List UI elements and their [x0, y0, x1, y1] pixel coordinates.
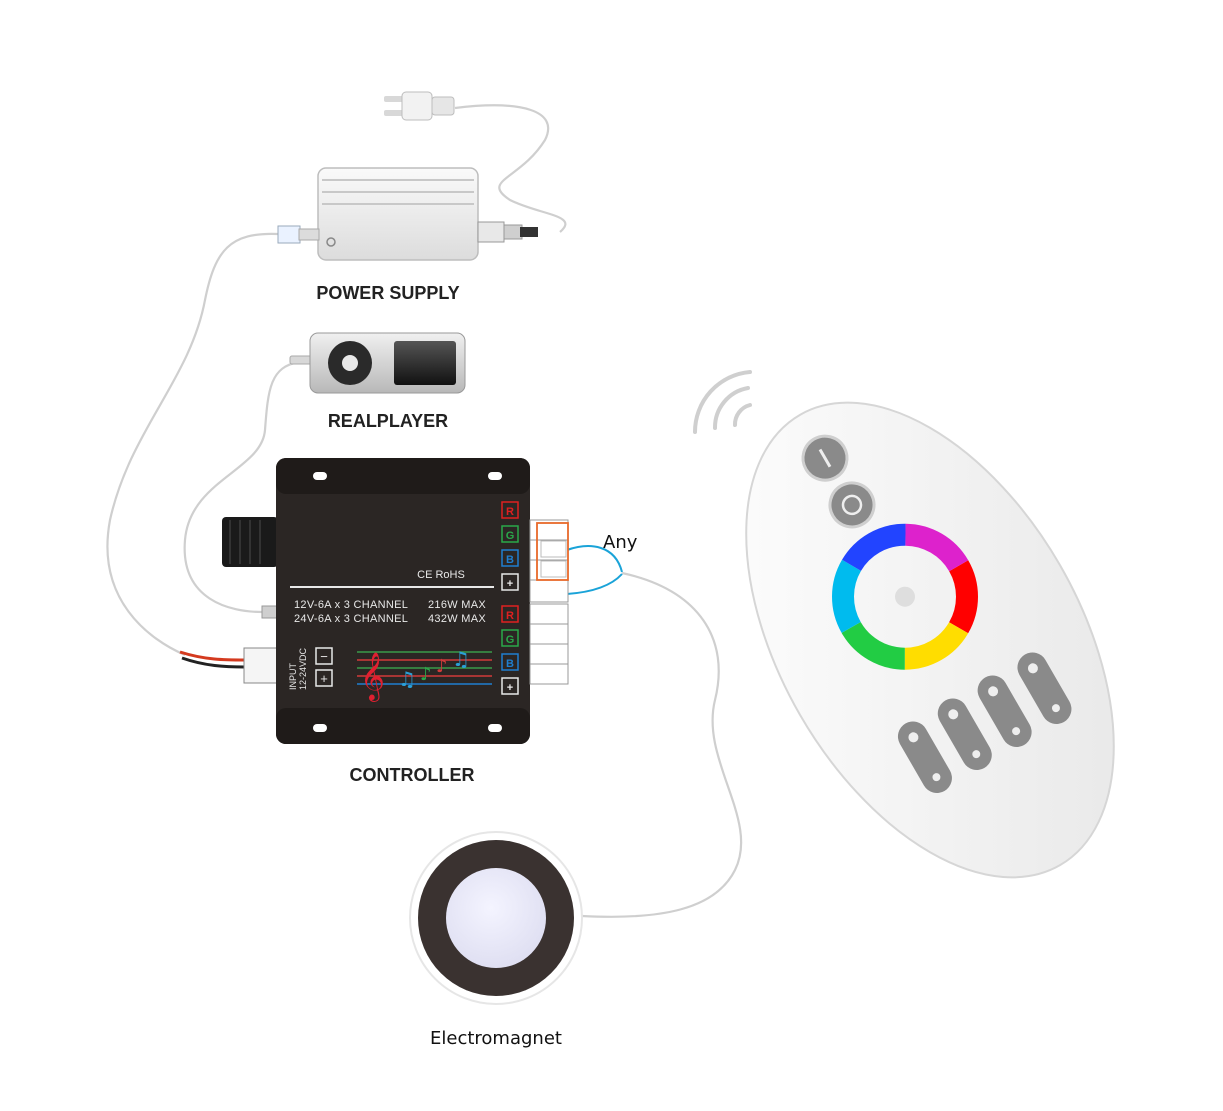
electromagnet-cable	[581, 571, 743, 918]
svg-text:+: +	[507, 682, 513, 694]
output-terminals	[529, 519, 569, 685]
electromagnet	[409, 831, 583, 1005]
wireless-signal-icon	[692, 370, 752, 434]
terminal-labels-group-2: R G B +	[501, 605, 519, 695]
controller	[222, 458, 530, 744]
electromagnet-label: Electromagnet	[430, 1028, 562, 1049]
input-terminal-plus: +	[315, 669, 333, 687]
music-notes-icon: 𝄞 ♫ ♪ ♪ ♫	[357, 647, 492, 702]
input-label: INPUT	[288, 662, 298, 690]
remote-control	[745, 401, 1115, 879]
power-supply-label: POWER SUPPLY	[316, 283, 459, 303]
certification-text: CE RoHS	[417, 569, 465, 581]
realplayer	[289, 332, 466, 394]
input-voltage: 12-24VDC	[298, 647, 308, 690]
svg-text:+: +	[507, 578, 513, 590]
audio-cable	[183, 360, 301, 614]
svg-text:G: G	[506, 634, 515, 646]
red-lead	[179, 650, 246, 662]
power-output-cable	[106, 232, 279, 657]
svg-text:♪: ♪	[436, 656, 448, 677]
terminal-labels-group-1: R G B +	[501, 501, 519, 591]
svg-text:♪: ♪	[420, 664, 432, 685]
svg-text:−: −	[320, 649, 328, 664]
power-supply	[277, 167, 538, 261]
mains-cable	[454, 104, 567, 233]
spec-line-2-left: 24V-6A x 3 CHANNEL	[294, 613, 408, 625]
controller-label: CONTROLLER	[350, 765, 475, 785]
spec-line-1-left: 12V-6A x 3 CHANNEL	[294, 599, 408, 611]
svg-text:R: R	[506, 506, 514, 518]
svg-text:♫: ♫	[398, 667, 416, 691]
any-wire-1	[566, 545, 623, 573]
svg-text:B: B	[506, 658, 514, 670]
svg-text:R: R	[506, 610, 514, 622]
color-wheel-icon	[832, 523, 978, 670]
any-wire-2	[566, 573, 623, 595]
svg-text:B: B	[506, 554, 514, 566]
remote-off-button	[828, 481, 876, 529]
spec-line-1-right: 216W MAX	[428, 599, 486, 611]
any-label: Any	[603, 532, 638, 553]
realplayer-label: REALPLAYER	[328, 411, 448, 431]
svg-text:G: G	[506, 530, 515, 542]
highlight-box	[536, 522, 569, 581]
svg-text:𝄞: 𝄞	[360, 651, 385, 702]
plug-icon	[384, 91, 455, 121]
input-terminal-minus: −	[315, 647, 333, 665]
svg-text:♫: ♫	[452, 647, 470, 671]
svg-text:+: +	[320, 671, 328, 686]
black-lead	[181, 656, 246, 669]
wires	[106, 104, 743, 918]
spec-line-2-right: 432W MAX	[428, 613, 486, 625]
